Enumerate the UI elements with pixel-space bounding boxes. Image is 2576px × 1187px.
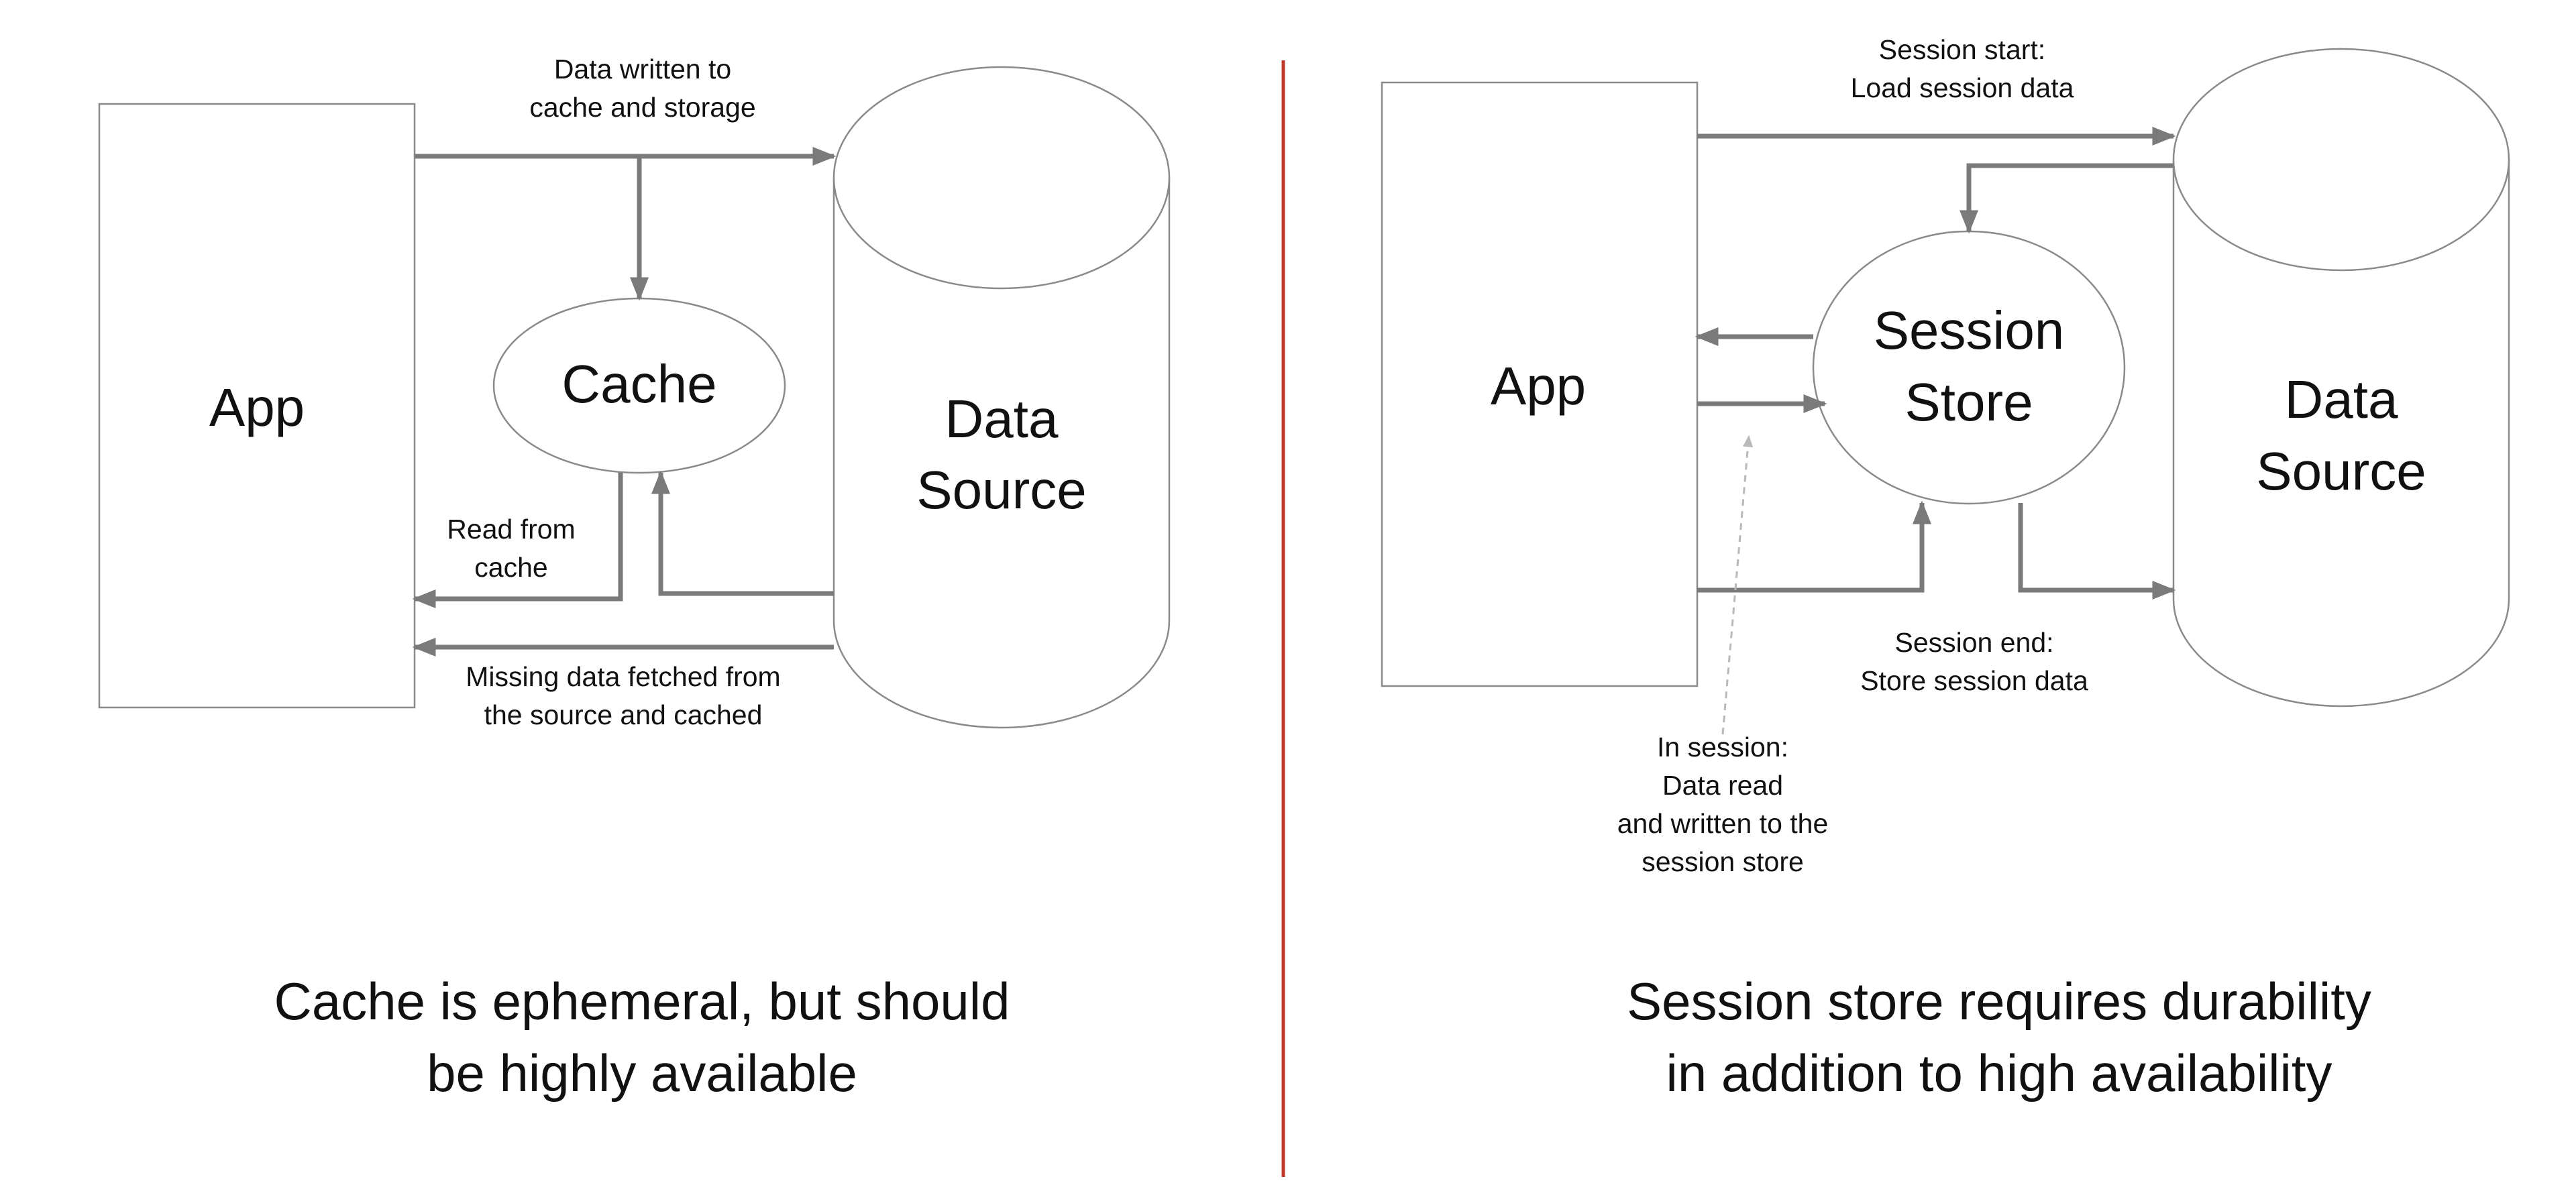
end-label-line1: Session end:	[1894, 627, 2053, 658]
session-store-label-line1: Session	[1874, 300, 2065, 360]
app-write-to-store-arrow	[1697, 500, 1931, 593]
cache-label: Cache	[561, 354, 716, 414]
session-end-arrow	[2018, 503, 2176, 600]
left-caption-line2: be highly available	[427, 1043, 857, 1103]
in-session-pointer	[1721, 435, 1754, 735]
left-app-box	[98, 103, 416, 709]
session-store-ellipse	[1812, 230, 2126, 505]
source-to-session-store-arrow	[1960, 163, 2174, 234]
source-to-cache-arrow	[651, 470, 834, 596]
in-session-label-line1: In session:	[1657, 732, 1788, 762]
start-label-line1: Session start:	[1879, 34, 2045, 65]
left-data-source-label-line2: Source	[916, 460, 1086, 520]
in-session-label-line3: and written to the	[1617, 808, 1829, 839]
left-panel: App Data Source Cache Data written to ca…	[98, 54, 1171, 1103]
left-app-label: App	[209, 378, 305, 437]
read-from-cache-arrow	[412, 473, 623, 608]
right-caption-line2: in addition to high availability	[1666, 1043, 2332, 1103]
right-data-source-label-line2: Source	[2256, 441, 2426, 501]
session-store-label-line2: Store	[1904, 372, 2033, 432]
read-label-line1: Read from	[447, 514, 575, 545]
in-session-label-line2: Data read	[1662, 770, 1783, 801]
in-session-label-line4: session store	[1642, 846, 1804, 877]
start-label-line2: Load session data	[1851, 72, 2074, 103]
right-caption-line1: Session store requires durability	[1627, 972, 2371, 1031]
write-label-line2: cache and storage	[529, 92, 755, 123]
right-app-box	[1381, 81, 1699, 687]
left-data-source-label-line1: Data	[945, 389, 1059, 449]
miss-label-line1: Missing data fetched from	[466, 661, 780, 692]
right-data-source-cylinder	[2172, 48, 2510, 708]
left-data-source-cylinder	[833, 66, 1171, 729]
right-panel: App Data Source Session Store Session st…	[1381, 34, 2510, 1103]
right-data-source-label-line1: Data	[2285, 370, 2398, 429]
read-label-line2: cache	[474, 552, 547, 583]
miss-label-line2: the source and cached	[484, 699, 763, 730]
end-label-line2: Store session data	[1860, 665, 2088, 696]
right-app-label: App	[1491, 356, 1586, 416]
left-caption-line1: Cache is ephemeral, but should	[274, 972, 1010, 1031]
write-label-line1: Data written to	[554, 54, 731, 84]
